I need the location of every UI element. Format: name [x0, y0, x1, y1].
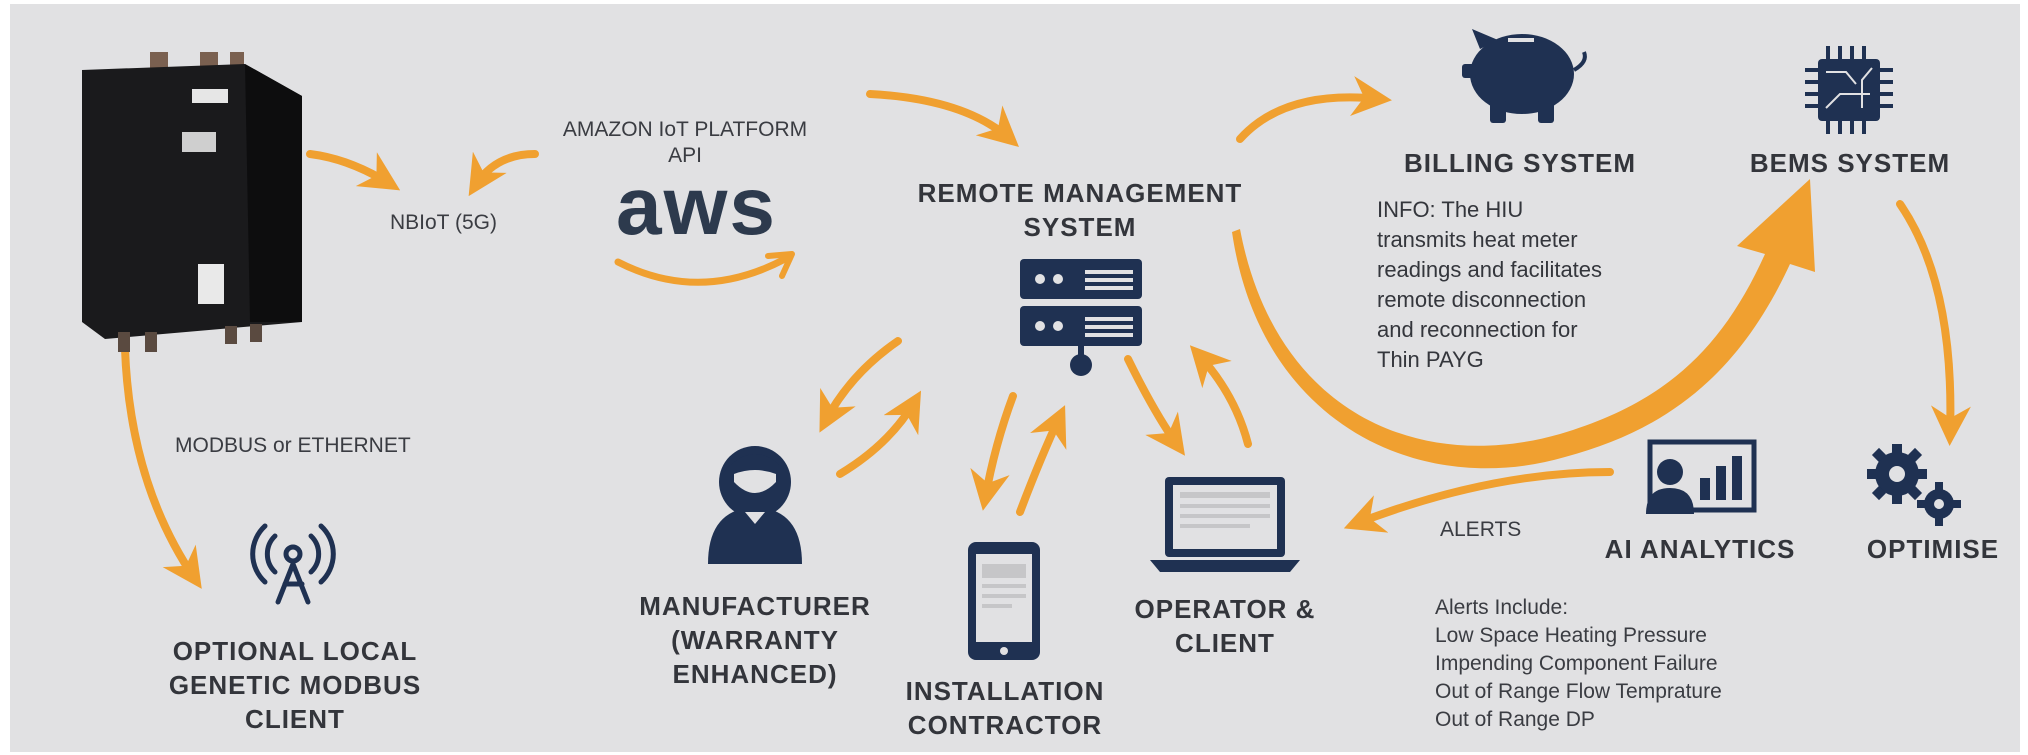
- modbus-ethernet-label: MODBUS or ETHERNET: [175, 434, 411, 457]
- ai-analytics-title: AI ANALYTICS: [1604, 534, 1796, 564]
- info-line: transmits heat meter: [1377, 227, 1578, 252]
- alerts-include-list: Alerts Include: Low Space Heating Pressu…: [1435, 594, 1722, 734]
- info-line: and reconnection for: [1377, 317, 1578, 342]
- info-line: Thin PAYG: [1377, 347, 1484, 372]
- chip-icon: [1805, 46, 1893, 134]
- alerts-list-item: Out of Range DP: [1435, 708, 1595, 731]
- alerts-label: ALERTS: [1440, 518, 1522, 541]
- arrow-operator-to-remote: [1189, 345, 1252, 448]
- alerts-list-item: Impending Component Failure: [1435, 652, 1718, 675]
- remote-management-title-line1: REMOTE MANAGEMENT: [917, 178, 1243, 208]
- arrow-device-to-modbus-client: [121, 345, 202, 589]
- arrow-analytics-to-operator: [1343, 468, 1614, 533]
- hiu-device-icon: [82, 52, 302, 352]
- optimise-title: OPTIMISE: [1866, 534, 2000, 564]
- alerts-list-item: Out of Range Flow Temprature: [1435, 680, 1722, 703]
- aws-smile-arrow-icon: aws: [614, 161, 795, 286]
- aws-platform-label-line2: API: [668, 144, 702, 167]
- arrow-aws-to-nbiot: [468, 150, 539, 197]
- piggy-bank-icon: [1462, 29, 1587, 123]
- laptop-icon: [1150, 477, 1300, 572]
- info-note: INFO: The HIU transmits heat meter readi…: [1377, 195, 1602, 375]
- arrow-bems-to-optimise: [1896, 200, 1971, 446]
- label-line: CONTRACTOR: [907, 710, 1103, 740]
- label-line: (WARRANTY: [671, 625, 839, 655]
- aws-platform-label-line1: AMAZON IoT PLATFORM: [562, 118, 808, 141]
- label-line: MANUFACTURER: [639, 591, 871, 621]
- alerts-list-item: Low Space Heating Pressure: [1435, 624, 1707, 647]
- label-line: INSTALLATION: [905, 676, 1105, 706]
- manufacturer-label: MANUFACTURER (WARRANTY ENHANCED): [615, 589, 895, 691]
- diagram-canvas: aws: [10, 4, 2020, 752]
- installation-contractor-label: INSTALLATION CONTRACTOR: [880, 674, 1130, 742]
- label-line: CLIENT: [245, 704, 345, 734]
- label-line: ENHANCED): [672, 659, 838, 689]
- bems-system-title: BEMS SYSTEM: [1749, 148, 1951, 178]
- person-icon: [708, 446, 802, 564]
- alerts-list-item: Alerts Include:: [1435, 596, 1569, 619]
- arrow-remote-to-operator: [1124, 355, 1186, 456]
- radio-tower-icon: [250, 523, 336, 605]
- arrow-remote-to-installation: [970, 392, 1017, 511]
- remote-management-title-line2: SYSTEM: [1023, 212, 1137, 242]
- arrow-installation-to-remote: [1016, 405, 1067, 516]
- arrow-remote-to-billing: [1236, 76, 1392, 143]
- label-line: CLIENT: [1175, 628, 1275, 658]
- info-line: remote disconnection: [1377, 287, 1587, 312]
- arrow-remote-to-bems-sweep: [1232, 179, 1815, 469]
- optional-modbus-client-label: OPTIONAL LOCAL GENETIC MODBUS CLIENT: [145, 634, 445, 736]
- info-line: INFO: The HIU: [1377, 197, 1524, 222]
- label-line: OPERATOR &: [1134, 594, 1316, 624]
- label-line: OPTIONAL LOCAL: [172, 636, 418, 666]
- billing-system-title: BILLING SYSTEM: [1403, 148, 1637, 178]
- tablet-icon: [968, 542, 1040, 660]
- arrows-layer: [121, 76, 1971, 589]
- presentation-chart-icon: [1646, 439, 1757, 514]
- label-line: GENETIC MODBUS: [168, 670, 422, 700]
- aws-logo-text: aws: [616, 161, 777, 252]
- gears-icon: [1867, 444, 1961, 526]
- arrow-aws-to-remote: [866, 90, 1019, 147]
- arrow-device-to-nbiot: [306, 150, 401, 191]
- operator-client-label: OPERATOR & CLIENT: [1110, 592, 1340, 660]
- nbiot-label: NBIoT (5G): [390, 211, 497, 234]
- arrow-manufacturer-to-remote: [836, 390, 922, 478]
- info-line: readings and facilitates: [1377, 257, 1603, 282]
- server-rack-icon: [1020, 259, 1142, 376]
- arrow-remote-to-manufacturer: [819, 337, 902, 433]
